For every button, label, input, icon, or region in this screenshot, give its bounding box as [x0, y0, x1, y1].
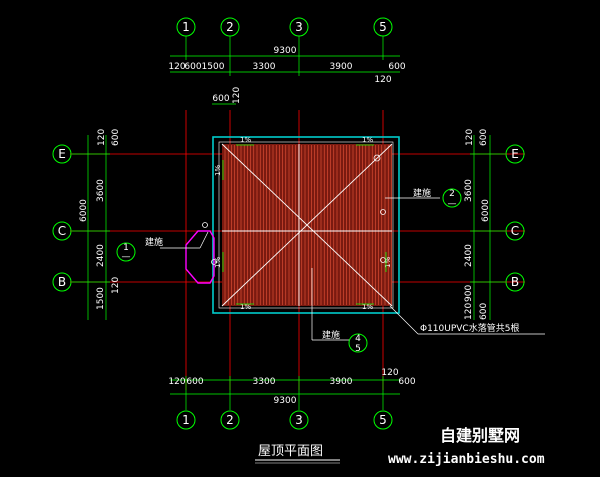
left-dim-bottom: 1500	[96, 287, 106, 310]
detail-ref-2-num: 2	[449, 189, 455, 199]
axis-label-bottom-2: 2	[226, 413, 234, 427]
slope-label: 1%	[384, 257, 392, 268]
axis-bubble-top-3	[289, 17, 309, 37]
watermark-url: www.zijianbieshu.com	[388, 452, 545, 467]
top-dim-seg-5: 3900	[330, 62, 353, 72]
axis-label-right-B: B	[511, 275, 519, 289]
callout-jianshi-3: 建施	[322, 329, 340, 341]
slope-label: 1%	[240, 303, 251, 311]
bottom-dim-seg-6: 600	[398, 377, 415, 387]
axis-bubble-bottom-2	[220, 410, 240, 430]
axis-label-top-5: 5	[379, 20, 387, 34]
axis-bubble-bottom-5	[373, 410, 393, 430]
top-dim-seg-7: 600	[388, 62, 405, 72]
dimension-lines	[72, 36, 505, 410]
right-dim-bottom-2: 600	[479, 303, 489, 320]
axis-label-right-C: C	[511, 224, 519, 238]
top-dim-seg-2: 600	[184, 62, 201, 72]
axis-bubble-bottom-3	[289, 410, 309, 430]
axis-label-left-C: C	[58, 224, 66, 238]
top-dim-seg-3: 1500	[202, 62, 225, 72]
left-dim-overall: 6000	[79, 199, 89, 222]
left-dim-seg-top-2: 600	[111, 129, 121, 146]
right-dim-seg3: 900	[464, 285, 474, 302]
top-dim-seg-1: 120	[168, 62, 185, 72]
detail-ref-1	[116, 242, 136, 262]
bottom-dim-seg-4: 3900	[330, 377, 353, 387]
eave-dim-1: 600	[212, 94, 229, 104]
slope-label: 1%	[362, 136, 373, 144]
roof-hatch	[224, 145, 392, 305]
axis-label-left-E: E	[58, 147, 66, 161]
left-dim-mid: 3600	[96, 179, 106, 202]
left-dim-seg-top-1: 120	[97, 129, 107, 146]
slope-label: 1%	[214, 165, 222, 176]
bottom-dim-seg-3: 3300	[253, 377, 276, 387]
right-dim-mid: 3600	[464, 179, 474, 202]
detail-ref-3-sub: 5	[355, 344, 361, 354]
detail-ref-1-sub: —	[122, 252, 131, 262]
right-dim-seg-top-1: 120	[465, 129, 475, 146]
top-dim-seg-4: 3300	[253, 62, 276, 72]
downpipe-markers	[202, 154, 386, 265]
bottom-dim-seg-1: 120	[168, 377, 185, 387]
right-dim-overall: 6000	[481, 199, 491, 222]
detail-ref-3-num: 4	[355, 334, 361, 344]
axis-label-top-1: 1	[182, 20, 190, 34]
callout-jianshi-2: 建施	[413, 187, 431, 199]
detail-ref-1-num: 1	[123, 243, 129, 253]
axis-bubble-left-B	[52, 272, 72, 292]
eave-dim-2: 120	[232, 87, 242, 104]
slope-label: 1%	[214, 257, 222, 268]
axis-label-left-B: B	[58, 275, 66, 289]
axis-label-top-3: 3	[295, 20, 303, 34]
roof-outline	[212, 136, 400, 314]
axis-bubble-left-E	[52, 144, 72, 164]
axis-bubbles	[52, 17, 525, 430]
axis-label-bottom-5: 5	[379, 413, 387, 427]
top-dim-seg-6: 120	[374, 75, 391, 85]
callout-jianshi-1: 建施	[145, 236, 163, 248]
axis-bubble-right-E	[505, 144, 525, 164]
axis-bubble-top-5	[373, 17, 393, 37]
slope-label: 1%	[240, 136, 251, 144]
left-dim-seg2: 2400	[96, 244, 106, 267]
axis-label-top-2: 2	[226, 20, 234, 34]
axis-bubble-left-C	[52, 221, 72, 241]
detail-ref-3	[348, 333, 368, 353]
axis-bubble-top-2	[220, 17, 240, 37]
axis-labels: 1 2 3 5 1 2 3 5 E C B E C B	[58, 20, 519, 427]
axis-label-bottom-3: 3	[295, 413, 303, 427]
top-dim-overall: 9300	[274, 46, 297, 56]
left-dim-seg3: 120	[111, 277, 121, 294]
axis-label-right-E: E	[511, 147, 519, 161]
right-dim-bottom-1: 120	[464, 303, 474, 320]
axis-bubble-right-C	[505, 221, 525, 241]
axis-bubble-bottom-1	[176, 410, 196, 430]
downpipe-note: Φ110UPVC水落管共5根	[420, 322, 519, 334]
hip-lines	[221, 143, 393, 307]
bottom-dim-overall: 9300	[274, 396, 297, 406]
watermark-name: 自建别墅网	[440, 426, 520, 445]
reference-callouts: 建施 2 — 建施 1 — 建施 4 5 Φ110UPVC水落管共5根	[116, 187, 545, 354]
slope-marks: 1% 1% 1% 1% 1% 1% 1%	[214, 136, 392, 311]
entrance-canopy	[185, 230, 215, 284]
detail-ref-2-sub: —	[448, 199, 457, 209]
axis-bubble-right-B	[505, 272, 525, 292]
axis-label-bottom-1: 1	[182, 413, 190, 427]
slope-label: 1%	[362, 303, 373, 311]
right-dim-seg-top-2: 600	[479, 129, 489, 146]
axis-bubble-top-1	[176, 17, 196, 37]
detail-ref-2	[442, 188, 462, 208]
right-dim-seg2: 2400	[464, 244, 474, 267]
gutter-line	[218, 141, 394, 309]
bottom-dim-seg-2: 600	[186, 377, 203, 387]
bottom-dim-seg-5: 120	[381, 368, 398, 378]
drawing-title: 屋顶平面图	[258, 444, 323, 459]
